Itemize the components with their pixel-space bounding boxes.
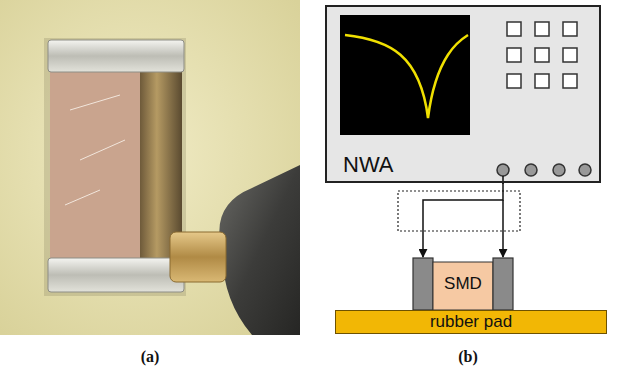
end-cap [48,258,184,292]
node-text: rubber pad [430,313,512,332]
port-connector [497,164,509,176]
probe-tip [170,232,226,282]
panel-label: (b) [458,348,478,366]
node-text: NWA [343,153,394,177]
fixture-outline [398,191,520,231]
knob [553,164,565,176]
cable [423,183,503,257]
photo-background [0,0,300,335]
smd-terminal [413,258,433,310]
button-grid [507,22,577,88]
component-shadow [44,38,186,296]
instrument-box: NWA [325,5,601,183]
surface-scratches [65,95,125,205]
component-box: SMD [413,258,513,310]
probe-wire [502,200,504,257]
instrument-screen [340,15,470,135]
end-cap [48,40,184,72]
smd-body [433,262,493,310]
smd-terminal [493,258,513,310]
smd-body-photo [50,42,182,292]
node-text: SMD [444,275,482,294]
pad-band: rubber pad [335,310,607,334]
resonance-curve [345,35,468,118]
instrument-fill [325,5,601,183]
probe-body [219,165,300,335]
panel-label: (a) [141,348,160,366]
knob [579,164,591,176]
knob [525,164,537,176]
